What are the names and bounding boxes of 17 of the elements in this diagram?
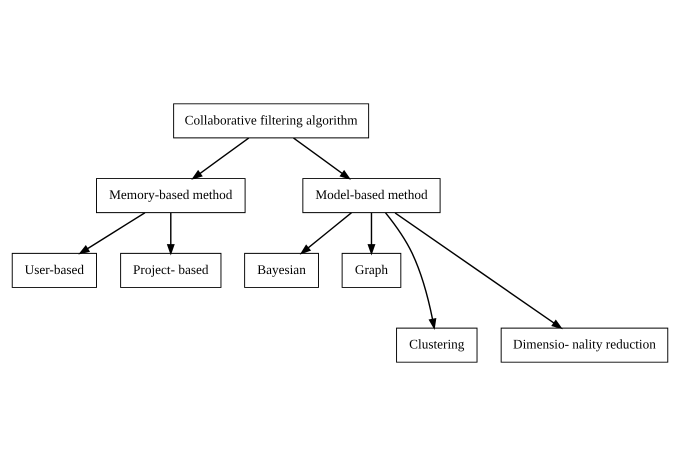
node-box: Project- based: [120, 252, 222, 288]
node-box: Bayesian: [244, 252, 319, 288]
node-box: Collaborative filtering algorithm: [173, 102, 370, 138]
node-box: Dimensio- nality reduction: [500, 327, 668, 362]
node-box: Graph: [342, 252, 402, 288]
arrow: [384, 212, 436, 330]
arrow: [166, 212, 175, 255]
node-box: User-based: [12, 252, 97, 288]
node-box: Clustering: [396, 327, 478, 362]
node-box: Memory-based method: [96, 178, 246, 213]
arrow: [394, 212, 563, 329]
arrow: [300, 212, 352, 254]
arrow: [78, 212, 146, 254]
arrow: [292, 136, 351, 180]
arrow: [191, 136, 250, 180]
node-box: Model-based method: [302, 178, 441, 213]
arrow: [368, 212, 376, 255]
